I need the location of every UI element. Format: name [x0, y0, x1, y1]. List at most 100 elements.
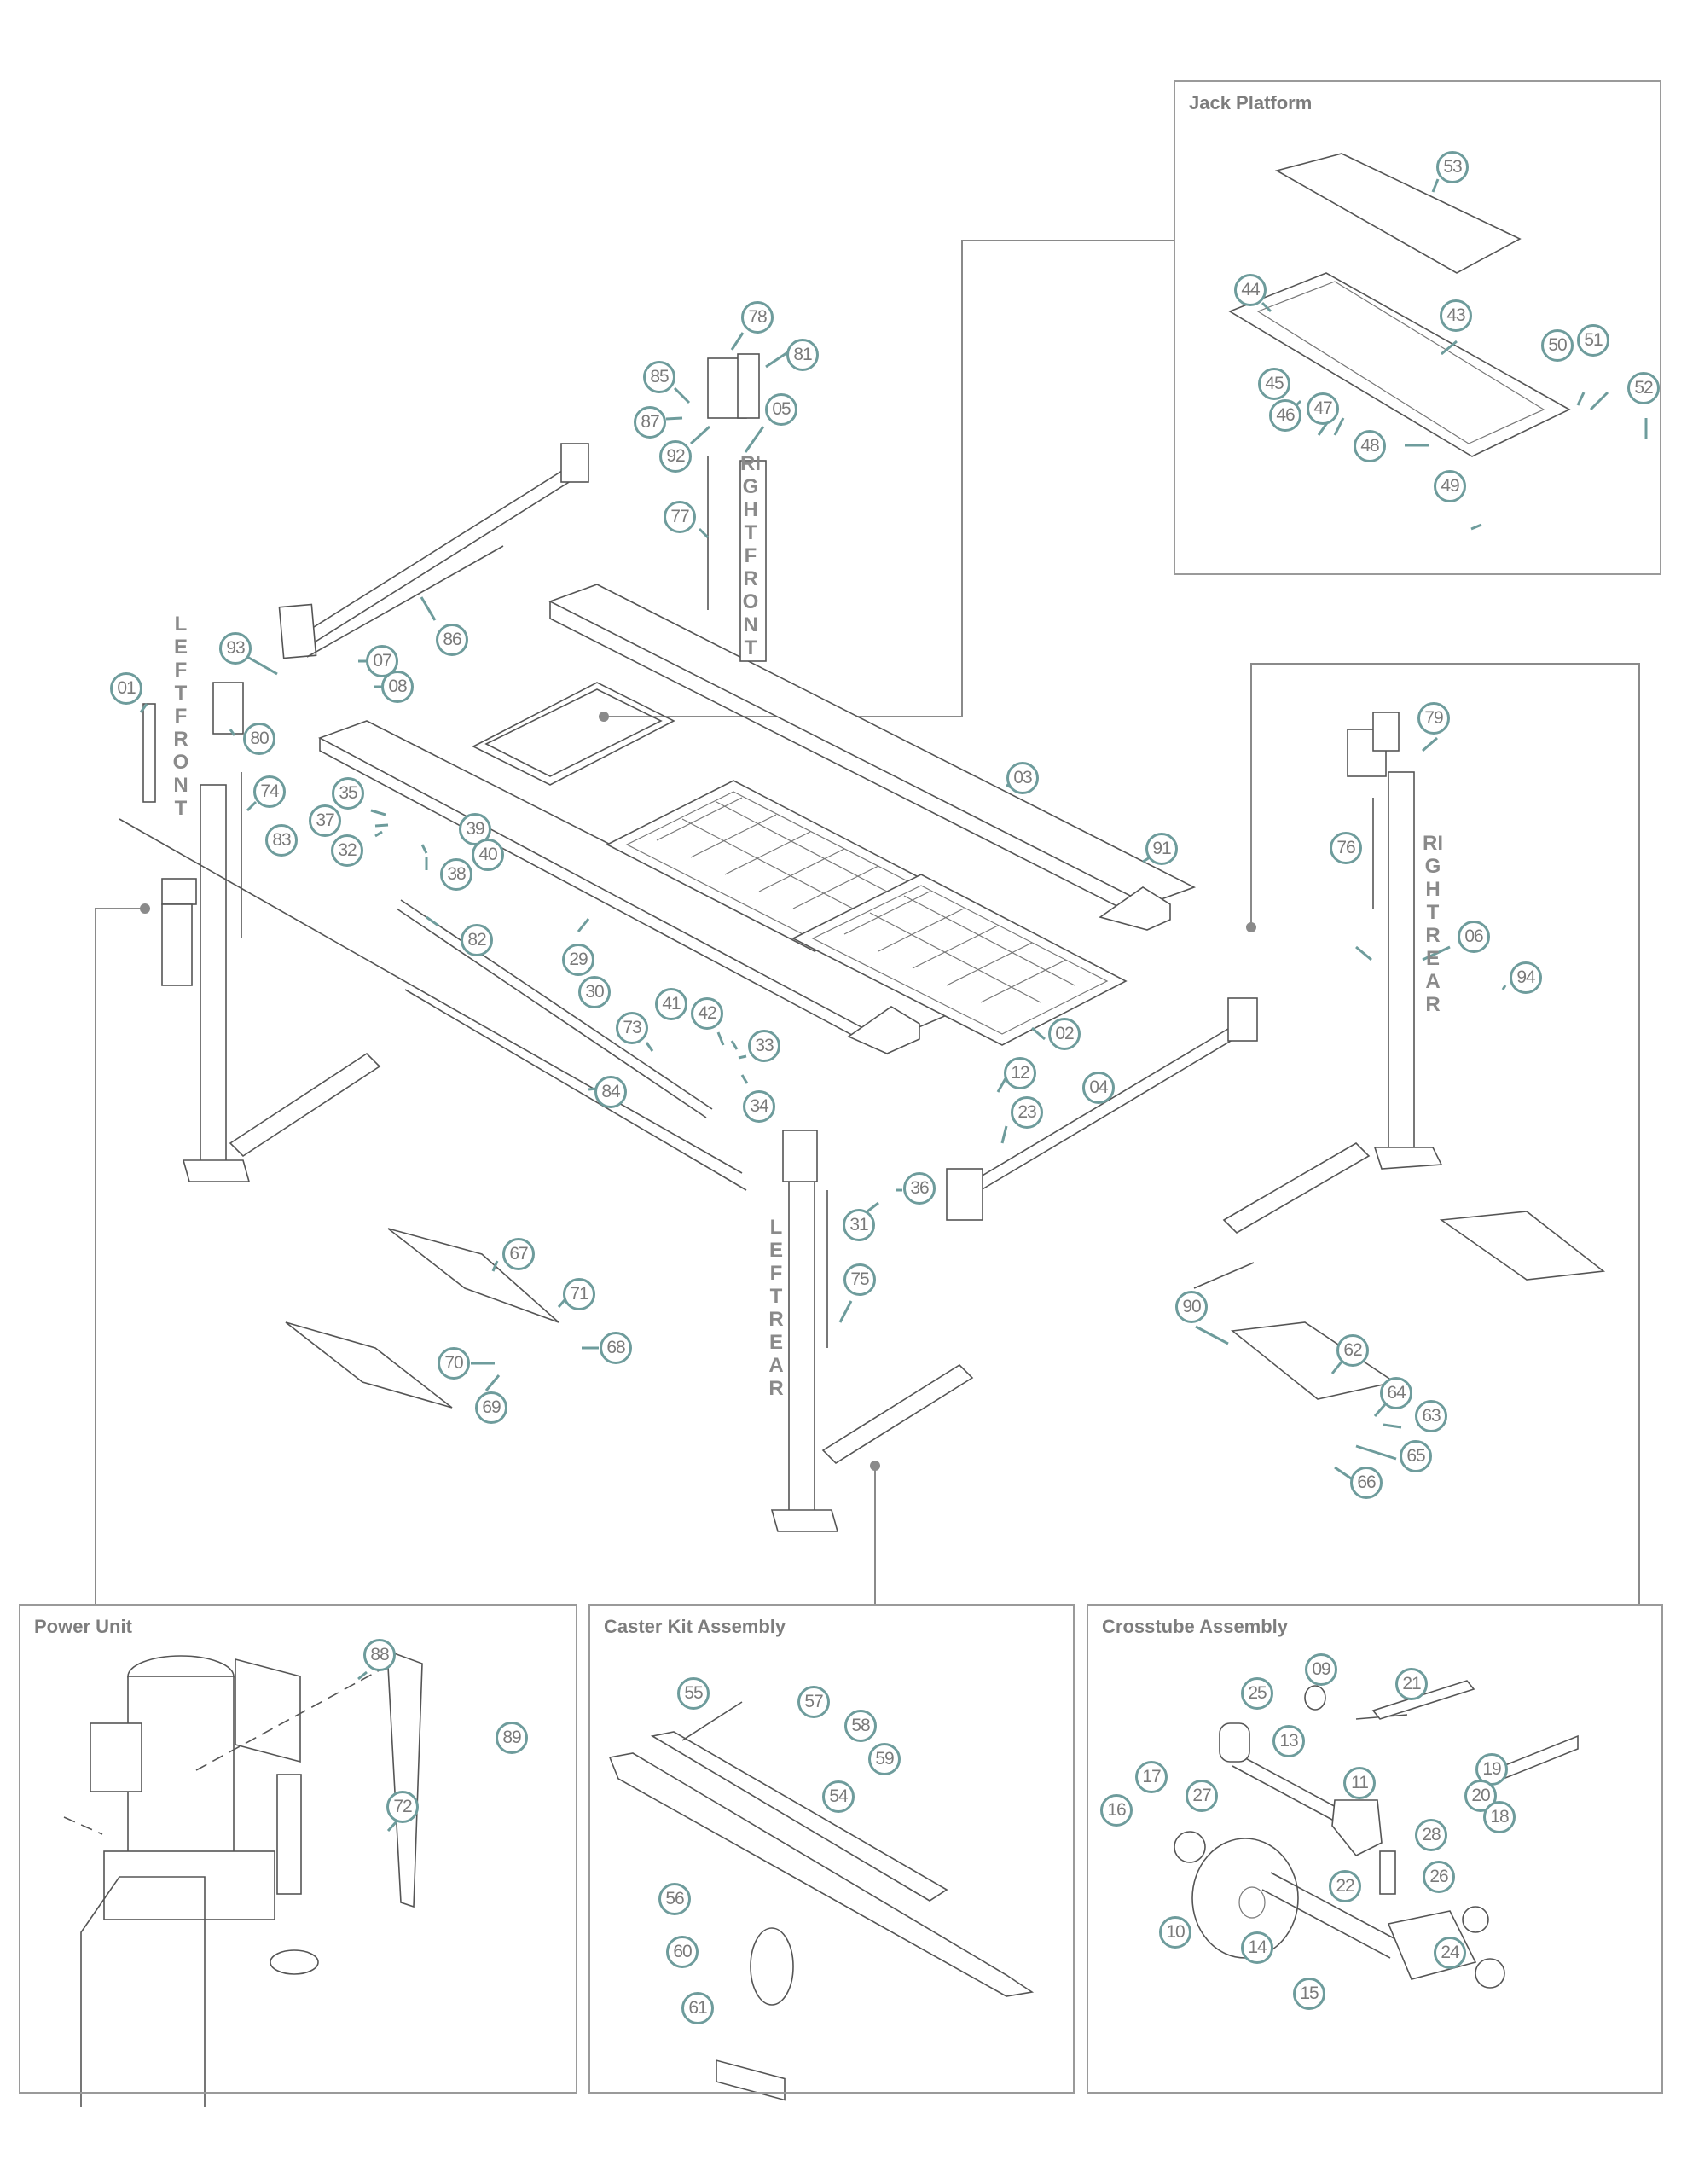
callout[interactable]: 88 — [363, 1639, 396, 1671]
callout[interactable]: 94 — [1510, 961, 1542, 994]
callout[interactable]: 03 — [1006, 762, 1039, 794]
callout[interactable]: 62 — [1336, 1334, 1369, 1367]
callout[interactable]: 71 — [563, 1278, 595, 1310]
callout[interactable]: 43 — [1440, 299, 1472, 332]
callout[interactable]: 38 — [440, 858, 472, 891]
callout[interactable]: 79 — [1417, 702, 1450, 735]
callout[interactable]: 52 — [1627, 372, 1660, 404]
callout[interactable]: 16 — [1100, 1794, 1133, 1827]
callout[interactable]: 67 — [502, 1238, 535, 1270]
callout[interactable]: 37 — [309, 804, 341, 837]
callout[interactable]: 18 — [1483, 1801, 1516, 1833]
callout[interactable]: 74 — [253, 775, 286, 808]
callout[interactable]: 84 — [594, 1076, 627, 1108]
callout[interactable]: 22 — [1329, 1870, 1361, 1902]
callout[interactable]: 41 — [655, 988, 687, 1020]
callout[interactable]: 61 — [681, 1992, 714, 2024]
callout[interactable]: 60 — [666, 1936, 699, 1968]
callout[interactable]: 80 — [243, 723, 275, 755]
callout[interactable]: 59 — [868, 1743, 901, 1775]
callout[interactable]: 70 — [438, 1347, 470, 1380]
callout[interactable]: 92 — [659, 440, 692, 473]
callout[interactable]: 17 — [1135, 1761, 1168, 1793]
callout[interactable]: 64 — [1380, 1377, 1412, 1409]
callout[interactable]: 50 — [1541, 329, 1574, 362]
callout[interactable]: 72 — [386, 1791, 419, 1823]
callout[interactable]: 49 — [1434, 470, 1466, 502]
callout[interactable]: 05 — [765, 393, 797, 426]
callout[interactable]: 58 — [844, 1710, 877, 1742]
callout[interactable]: 65 — [1400, 1440, 1432, 1472]
caster-arm-lf — [229, 1052, 381, 1158]
callout[interactable]: 44 — [1234, 274, 1267, 306]
callout[interactable]: 09 — [1305, 1653, 1337, 1686]
callout[interactable]: 28 — [1415, 1819, 1447, 1851]
callout[interactable]: 48 — [1354, 430, 1386, 462]
callout[interactable]: 45 — [1258, 368, 1290, 400]
callout[interactable]: 76 — [1330, 832, 1362, 864]
callout[interactable]: 93 — [219, 632, 252, 665]
callout[interactable]: 82 — [461, 924, 493, 956]
callout[interactable]: 42 — [691, 997, 723, 1030]
callout[interactable]: 13 — [1272, 1725, 1305, 1757]
callout[interactable]: 40 — [472, 839, 504, 871]
callout[interactable]: 10 — [1159, 1916, 1191, 1949]
callout[interactable]: 46 — [1269, 399, 1301, 432]
callout[interactable]: 23 — [1011, 1096, 1043, 1129]
callout[interactable]: 36 — [903, 1172, 936, 1205]
callout[interactable]: 20 — [1464, 1780, 1497, 1812]
ramp-67 — [387, 1228, 559, 1323]
callout[interactable]: 86 — [436, 624, 468, 656]
caster-arm-rr — [1222, 1141, 1371, 1234]
callout[interactable]: 73 — [616, 1012, 648, 1044]
callout[interactable]: 90 — [1175, 1291, 1208, 1323]
callout[interactable]: 63 — [1415, 1400, 1447, 1432]
callout[interactable]: 34 — [743, 1090, 775, 1123]
callout[interactable]: 08 — [381, 671, 414, 703]
callout[interactable]: 01 — [110, 672, 142, 705]
callout[interactable]: 06 — [1458, 921, 1490, 953]
panel-crosstube: Crosstube Assembly — [1087, 1604, 1663, 2094]
callout[interactable]: 12 — [1004, 1057, 1036, 1089]
callout[interactable]: 07 — [366, 645, 398, 677]
callout[interactable]: 30 — [578, 976, 611, 1008]
callout[interactable]: 04 — [1082, 1072, 1115, 1104]
callout[interactable]: 54 — [822, 1780, 855, 1813]
callout[interactable]: 78 — [741, 301, 774, 334]
callout[interactable]: 57 — [797, 1686, 830, 1718]
callout[interactable]: 29 — [562, 944, 594, 976]
callout[interactable]: 75 — [844, 1263, 876, 1296]
callout[interactable]: 91 — [1145, 833, 1178, 865]
callout[interactable]: 53 — [1436, 151, 1469, 183]
callout[interactable]: 24 — [1434, 1937, 1466, 1969]
callout[interactable]: 11 — [1343, 1767, 1376, 1799]
callout[interactable]: 31 — [843, 1209, 875, 1241]
callout[interactable]: 47 — [1307, 392, 1339, 425]
callout[interactable]: 56 — [658, 1883, 691, 1915]
post-left-rear — [770, 1130, 839, 1532]
callout[interactable]: 32 — [331, 834, 363, 867]
ramp-strip-90 — [1193, 1262, 1255, 1289]
callout[interactable]: 35 — [332, 777, 364, 810]
callout[interactable]: 21 — [1395, 1668, 1428, 1700]
callout[interactable]: 69 — [475, 1391, 507, 1424]
callout[interactable]: 66 — [1350, 1467, 1383, 1499]
callout[interactable]: 51 — [1577, 324, 1609, 357]
callout[interactable]: 85 — [643, 361, 675, 393]
callout[interactable]: 89 — [496, 1722, 528, 1754]
callout[interactable]: 87 — [634, 406, 666, 439]
callout[interactable]: 14 — [1241, 1931, 1273, 1964]
callout[interactable]: 68 — [600, 1332, 632, 1364]
post-right-front — [707, 353, 767, 662]
callout[interactable]: 55 — [677, 1677, 710, 1710]
callout[interactable]: 02 — [1048, 1018, 1081, 1050]
callout[interactable]: 77 — [664, 501, 696, 533]
callout[interactable]: 81 — [786, 339, 819, 371]
sheave-tube-edge — [396, 908, 707, 1118]
callout[interactable]: 33 — [748, 1030, 780, 1062]
callout[interactable]: 27 — [1186, 1780, 1218, 1812]
callout[interactable]: 26 — [1423, 1861, 1455, 1893]
callout[interactable]: 25 — [1241, 1677, 1273, 1710]
callout[interactable]: 83 — [265, 824, 298, 857]
callout[interactable]: 15 — [1293, 1978, 1325, 2010]
